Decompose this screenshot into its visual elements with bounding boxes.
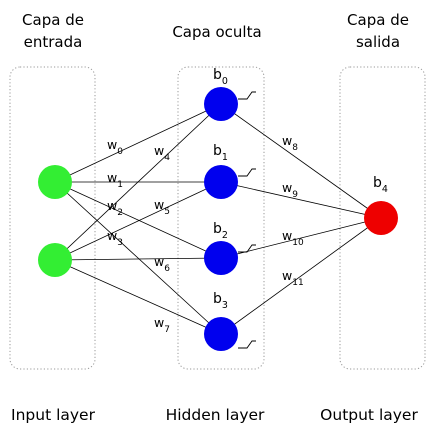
weight-label-w1: w1 [107,170,123,190]
weight-label-w11: w11 [282,268,304,288]
hidden-node-3 [204,317,238,351]
weight-label-w4: w4 [154,143,170,163]
weight-label-w10: w10 [282,228,304,248]
activation-icon-h1 [238,168,256,177]
edge-i1-h2 [54,257,222,261]
weight-label-w8: w8 [282,133,298,153]
activation-icon-h2 [238,244,256,253]
bias-label-b0: b0 [213,67,228,87]
edge-i1-h1 [54,181,222,261]
activation-icon-h0 [238,91,256,100]
activation-icon-h3 [238,340,256,349]
input-node-1 [38,165,72,199]
input-hidden-edges [54,103,222,335]
edge-h3-o [220,217,382,335]
edge-i0-h3 [54,181,222,335]
bias-label-b2: b2 [213,221,228,241]
edge-i0-h0 [54,103,222,183]
hidden-node-0 [204,87,238,121]
edge-i0-h2 [54,181,222,259]
output-layer-box [339,66,426,370]
input-node-2 [38,243,72,277]
edge-i1-h0 [54,103,222,261]
weight-label-w9: w9 [282,180,298,200]
hidden-node-2 [204,241,238,275]
output-layer-title-line2: salida [356,33,400,51]
weight-label-w0: w0 [107,137,123,157]
bias-label-b1: b1 [213,143,228,163]
weight-label-w2: w2 [107,198,123,218]
bias-label-b4: b4 [373,175,388,195]
hidden-node-1 [204,165,238,199]
hidden-layer-label: Hidden layer [166,406,265,424]
output-layer-title-line1: Capa de [347,11,409,29]
weight-label-w5: w5 [154,197,170,217]
edge-h0-o [220,103,382,219]
input-layer-label: Input layer [11,406,96,424]
input-layer-box [9,66,96,370]
hidden-layer-title: Capa oculta [172,23,261,41]
edge-h1-o [220,181,382,219]
output-node [364,201,398,235]
hidden-output-edges [220,103,382,335]
hidden-layer-box [177,66,265,370]
input-layer-title-line2: entrada [24,33,83,51]
weight-label-w7: w7 [154,315,170,335]
weight-label-w6: w6 [154,254,170,274]
bias-label-b3: b3 [213,291,228,311]
weight-label-w3: w3 [107,228,123,248]
output-layer-label: Output layer [320,406,418,424]
edge-i1-h3 [54,259,222,335]
input-layer-title-line1: Capa de [22,11,84,29]
